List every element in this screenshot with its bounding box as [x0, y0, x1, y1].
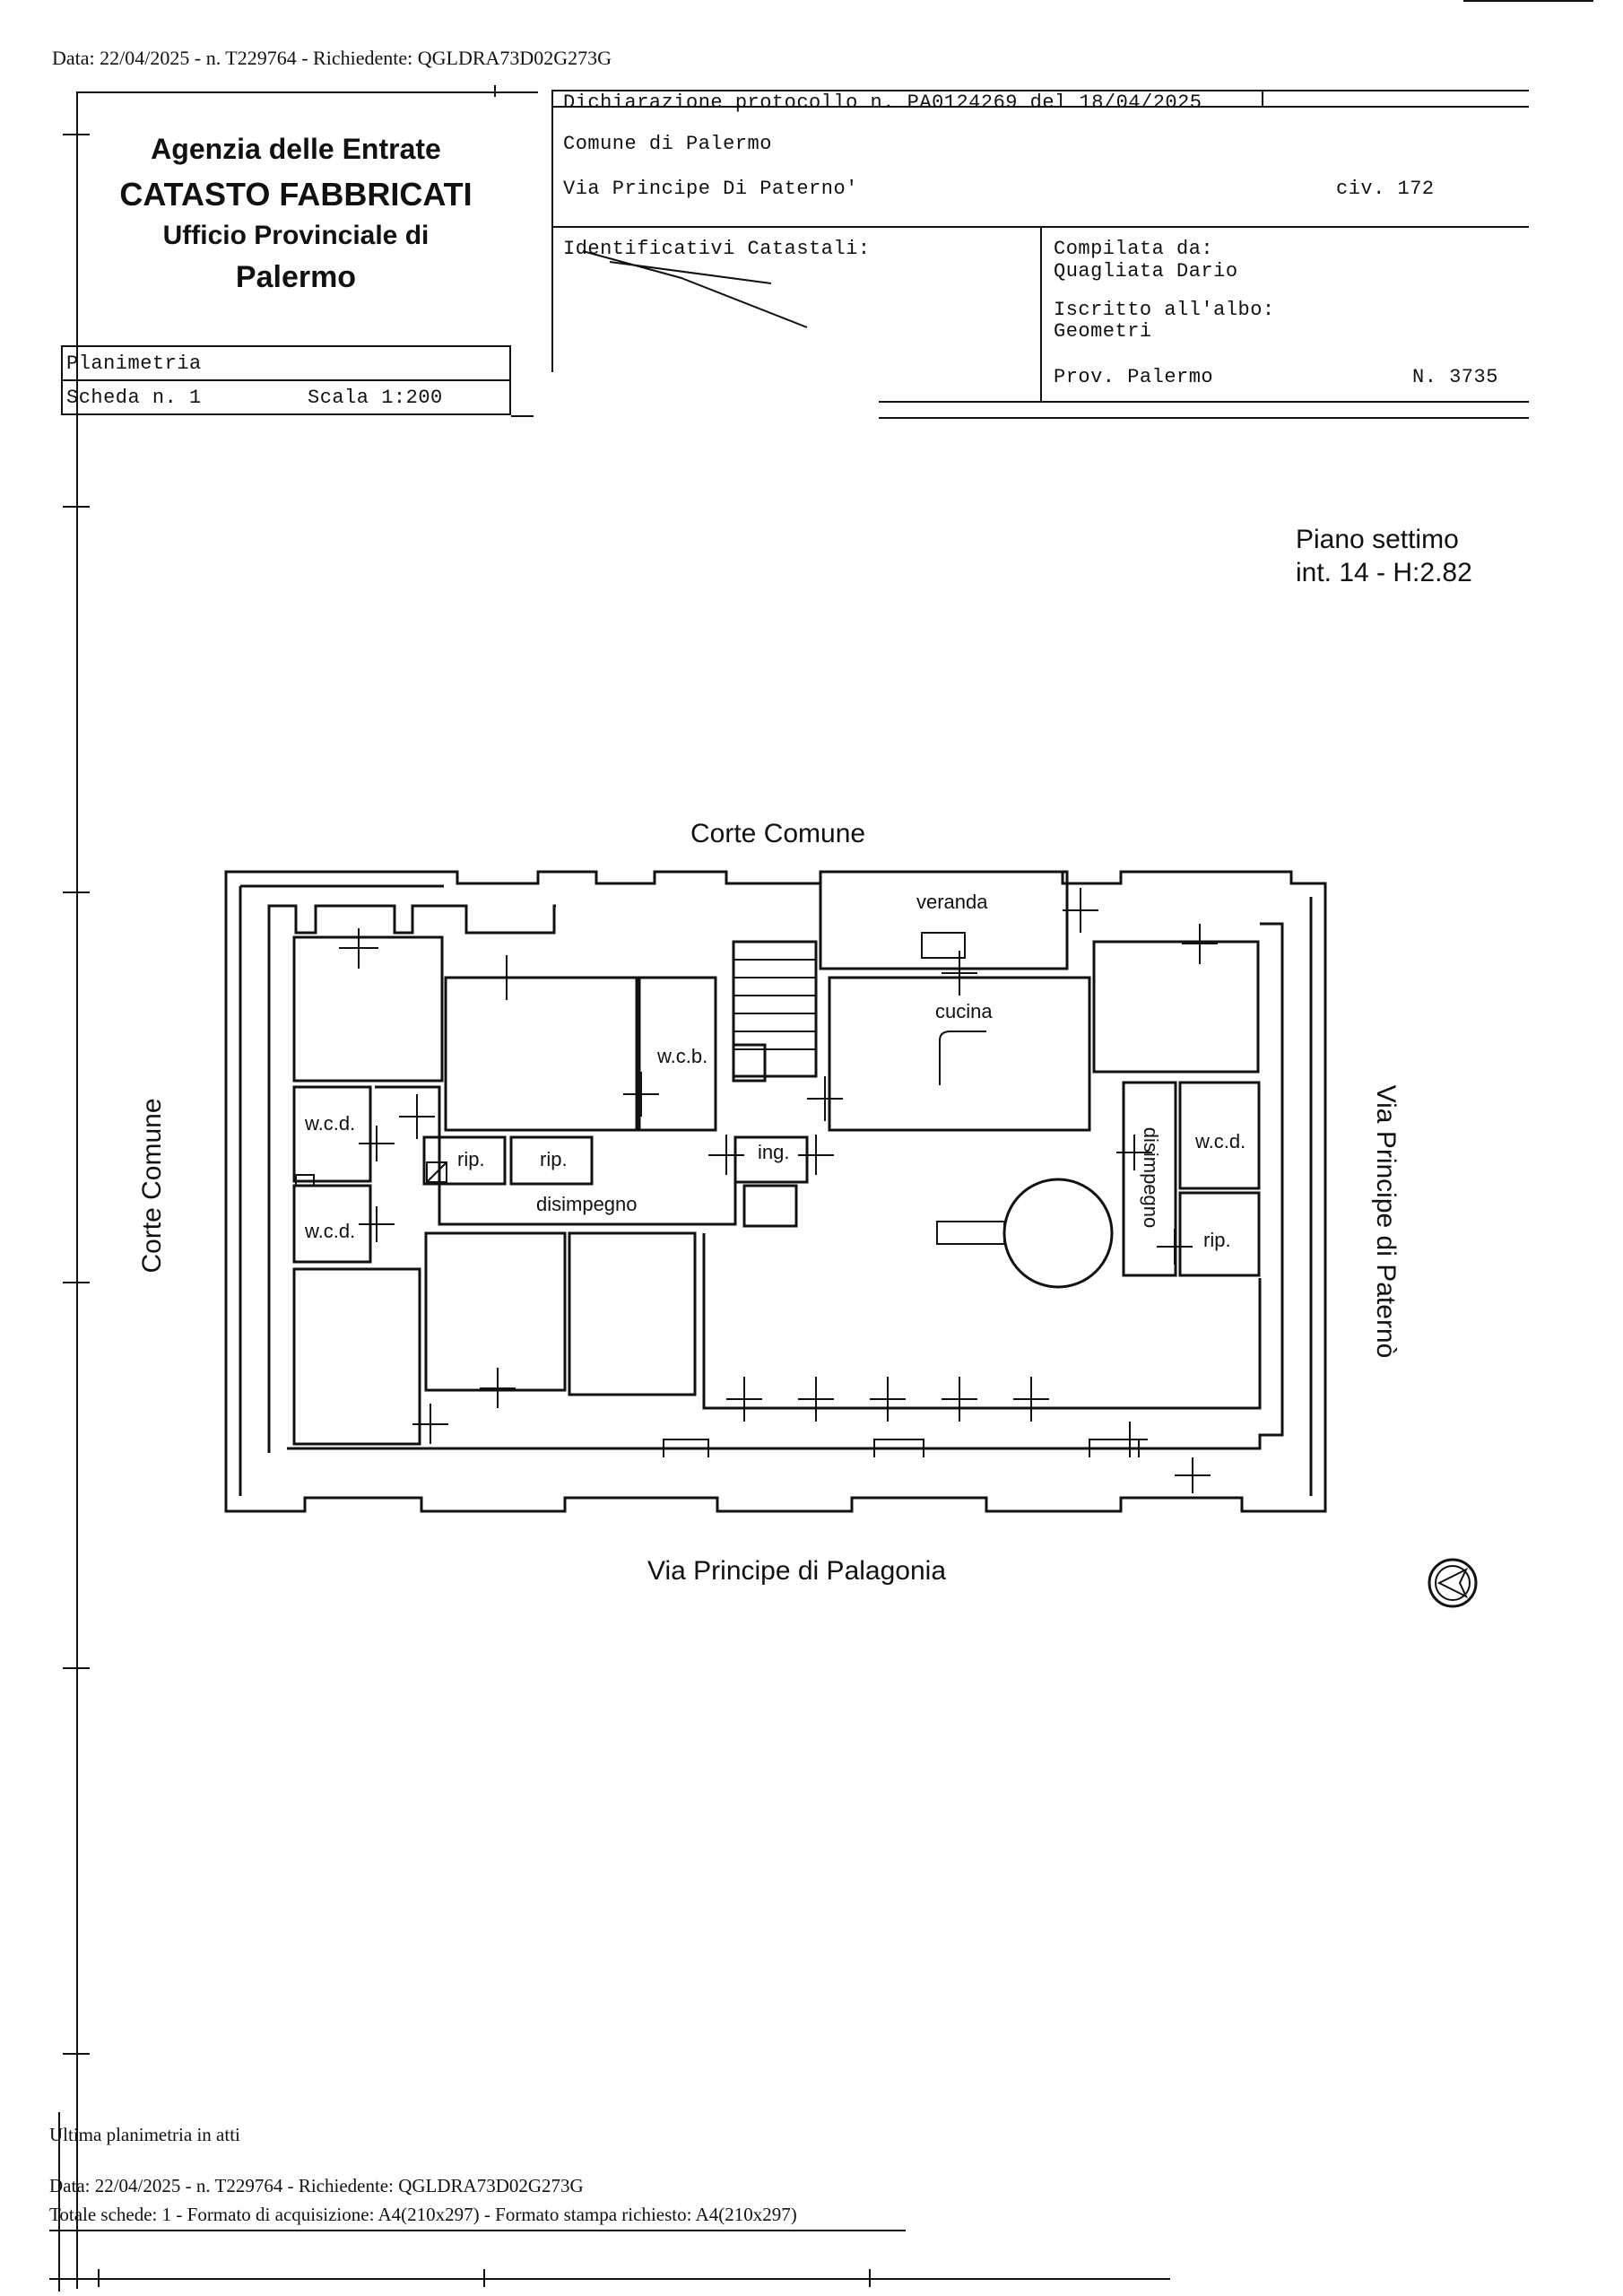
- footer-rule: [49, 2230, 906, 2231]
- civico: civ. 172: [1336, 178, 1435, 200]
- room-rip-1: rip.: [457, 1148, 485, 1170]
- room-veranda: veranda: [916, 891, 988, 913]
- scheda-box-tail: [511, 415, 534, 417]
- footer-ultima: Ultima planimetria in atti: [49, 2124, 240, 2145]
- header-frame-top-right-2: [551, 106, 1529, 108]
- room-disimpegno: disimpegno: [536, 1193, 638, 1215]
- left-margin-line: [76, 91, 78, 2289]
- room-ing: ing.: [758, 1141, 790, 1163]
- header-divider-left: [551, 90, 553, 372]
- agency-palermo: Palermo: [235, 260, 357, 294]
- scala-label: Scala 1:200: [308, 387, 443, 409]
- corner-mark: [1463, 0, 1593, 2]
- header-divider-right: [1040, 226, 1042, 401]
- provincia: Prov. Palermo: [1054, 366, 1214, 388]
- dichiarazione-protocollo: Dichiarazione protocollo n. PA0124269 de…: [563, 91, 1202, 114]
- room-wcd-bottom-left: w.c.d.: [305, 1220, 356, 1242]
- header-frame-top-right: [551, 90, 1529, 91]
- room-wcd-right: w.c.d.: [1195, 1130, 1246, 1152]
- street-bottom: Via Principe di Palagonia: [647, 1556, 947, 1586]
- room-rip-right: rip.: [1203, 1229, 1231, 1251]
- footer-bottom-rule: [49, 2278, 1170, 2280]
- top-date-line: Data: 22/04/2025 - n. T229764 - Richiede…: [52, 47, 612, 69]
- header-frame-bottom-right-2: [879, 417, 1529, 419]
- scribble-mark: [582, 250, 808, 328]
- planimetria-label: Planimetria: [66, 352, 202, 375]
- numero-iscrizione: N. 3735: [1412, 366, 1498, 388]
- agency-ufficio: Ufficio Provinciale di: [162, 221, 430, 250]
- scheda-box: Scheda n. 1 Scala 1:200: [61, 379, 511, 415]
- room-cucina: cucina: [935, 1000, 993, 1022]
- left-margin-line-2: [58, 2112, 60, 2292]
- comune: Comune di Palermo: [563, 133, 772, 155]
- via: Via Principe Di Paterno': [563, 178, 858, 200]
- room-rip-2: rip.: [540, 1148, 568, 1170]
- room-disimpegno-right: disimpegno: [1140, 1126, 1162, 1229]
- footer-data: Data: 22/04/2025 - n. T229764 - Richiede…: [49, 2175, 584, 2196]
- piano-label: Piano settimo: [1296, 525, 1459, 554]
- agency-catasto: CATASTO FABBRICATI: [119, 176, 473, 213]
- header-frame-bottom-right: [879, 401, 1529, 403]
- identificativi-catastali: Identificativi Catastali:: [563, 238, 871, 260]
- room-wcb: w.c.b.: [657, 1045, 708, 1067]
- scheda-label: Scheda n. 1: [66, 387, 202, 409]
- agency-name: Agenzia delle Entrate: [151, 133, 441, 165]
- iscritto-label: Iscritto all'albo:: [1054, 299, 1275, 321]
- header-frame-top-left: [76, 91, 538, 93]
- compilata-label: Compilata da:: [1054, 238, 1214, 260]
- footer-totale: Totale schede: 1 - Formato di acquisizio…: [49, 2204, 797, 2225]
- iscritto-valore: Geometri: [1054, 320, 1152, 343]
- room-wcd-top-left: w.c.d.: [305, 1112, 356, 1135]
- compilata-nome: Quagliata Dario: [1054, 260, 1238, 283]
- interno-label: int. 14 - H:2.82: [1296, 558, 1472, 587]
- street-top: Corte Comune: [690, 819, 866, 848]
